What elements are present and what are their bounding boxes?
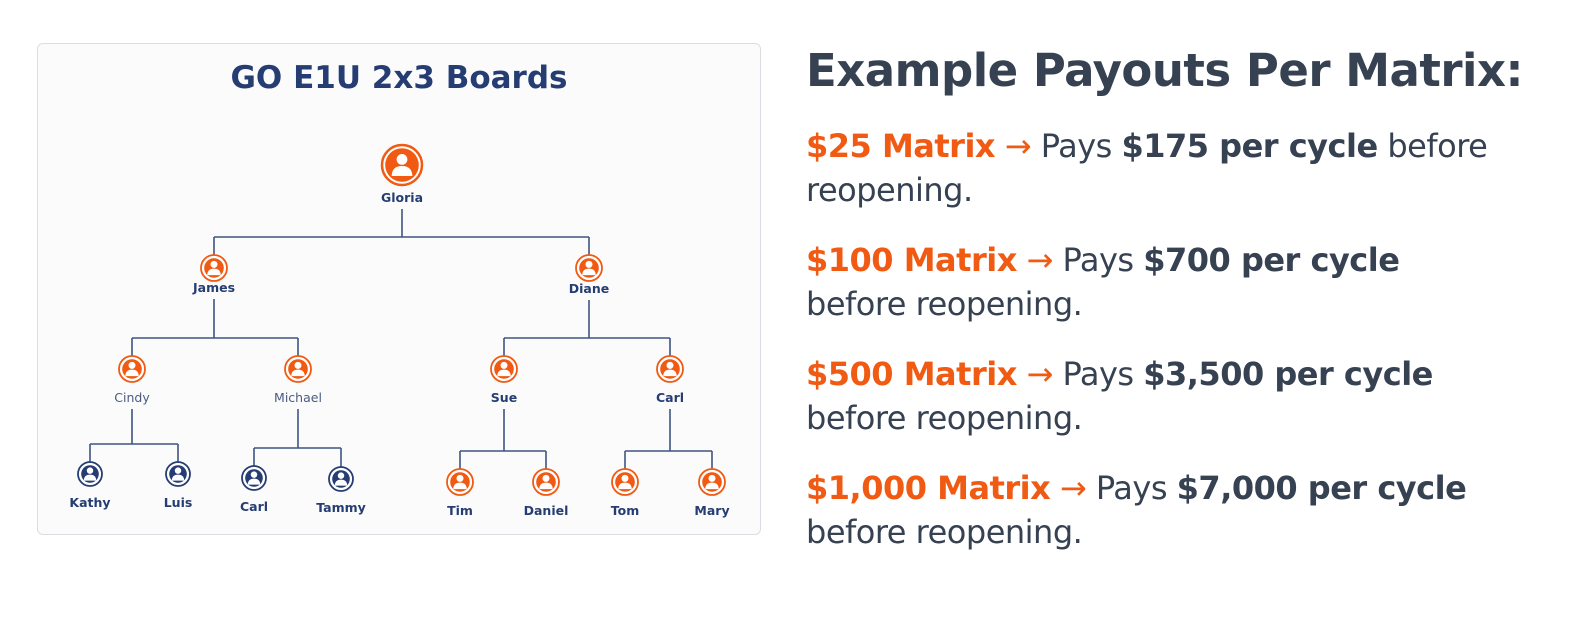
node-name-label: Tim bbox=[447, 503, 473, 518]
connector-michael bbox=[253, 409, 342, 467]
connector-diane bbox=[503, 300, 671, 356]
person-icon bbox=[698, 468, 726, 496]
node-tammy: Tammy bbox=[316, 466, 366, 515]
connector-cindy bbox=[89, 409, 179, 462]
person-icon bbox=[380, 143, 424, 187]
payout-item: $500 Matrix → Pays $3,500 per cycle befo… bbox=[806, 352, 1586, 440]
node-michael: Michael bbox=[274, 355, 322, 405]
person-icon bbox=[241, 465, 267, 491]
connector-sue bbox=[459, 409, 547, 469]
node-carl1: Carl bbox=[656, 355, 684, 405]
person-icon bbox=[328, 466, 354, 492]
node-mary: Mary bbox=[694, 468, 730, 518]
payout-tail: before reopening. bbox=[806, 399, 1083, 437]
pays-label: Pays bbox=[1040, 127, 1113, 165]
node-kathy: Kathy bbox=[69, 461, 111, 510]
person-icon bbox=[284, 355, 312, 383]
person-icon bbox=[611, 468, 639, 496]
payouts-heading: Example Payouts Per Matrix: bbox=[806, 44, 1524, 97]
cycle-amount: $175 per cycle bbox=[1121, 127, 1378, 165]
node-name-label: Gloria bbox=[381, 190, 423, 205]
person-icon bbox=[446, 468, 474, 496]
cycle-amount: $700 per cycle bbox=[1143, 241, 1400, 279]
person-icon bbox=[118, 355, 146, 383]
matrix-price: $500 Matrix bbox=[806, 355, 1017, 393]
node-name-label: Sue bbox=[491, 390, 517, 405]
node-tim: Tim bbox=[446, 468, 474, 518]
payout-tail: before reopening. bbox=[806, 285, 1083, 323]
node-tom: Tom bbox=[611, 468, 639, 518]
person-icon bbox=[656, 355, 684, 383]
person-icon bbox=[532, 468, 560, 496]
node-name-label: Luis bbox=[164, 495, 193, 510]
node-gloria: Gloria bbox=[380, 143, 424, 205]
node-sue: Sue bbox=[490, 355, 518, 405]
payout-item: $1,000 Matrix → Pays $7,000 per cycle be… bbox=[806, 466, 1586, 554]
person-icon bbox=[77, 461, 103, 487]
diagram-card bbox=[37, 43, 761, 535]
arrow-icon: → bbox=[1059, 469, 1087, 507]
node-carl2: Carl bbox=[240, 465, 268, 514]
connector-carl1 bbox=[624, 409, 713, 469]
node-name-label: Kathy bbox=[69, 495, 110, 510]
payout-item: $100 Matrix → Pays $700 per cycle before… bbox=[806, 238, 1586, 326]
node-name-label: Michael bbox=[274, 390, 322, 405]
connector-gloria bbox=[213, 209, 590, 255]
node-name-label: Tammy bbox=[316, 500, 366, 515]
payout-item: $25 Matrix → Pays $175 per cycle before … bbox=[806, 124, 1586, 212]
cycle-amount: $3,500 per cycle bbox=[1143, 355, 1433, 393]
pays-label: Pays bbox=[1095, 469, 1168, 507]
node-name-label: Daniel bbox=[524, 503, 569, 518]
node-cindy: Cindy bbox=[114, 355, 150, 405]
person-icon bbox=[200, 254, 228, 282]
payout-tail: before reopening. bbox=[806, 127, 1488, 209]
node-luis: Luis bbox=[164, 461, 193, 510]
node-name-label: Carl bbox=[240, 499, 268, 514]
payout-tail: before reopening. bbox=[806, 513, 1083, 551]
person-icon bbox=[490, 355, 518, 383]
payouts-panel: Example Payouts Per Matrix: $25 Matrix →… bbox=[806, 44, 1586, 580]
connector-james bbox=[131, 299, 299, 356]
arrow-icon: → bbox=[1026, 355, 1054, 393]
node-diane: Diane bbox=[569, 254, 609, 296]
node-name-label: Cindy bbox=[114, 390, 150, 405]
node-name-label: Carl bbox=[656, 390, 684, 405]
node-james: James bbox=[192, 254, 235, 295]
person-icon bbox=[575, 254, 603, 282]
node-name-label: James bbox=[192, 280, 235, 295]
diagram-title: GO E1U 2x3 Boards bbox=[230, 60, 568, 96]
cycle-amount: $7,000 per cycle bbox=[1176, 469, 1467, 507]
matrix-price: $25 Matrix bbox=[806, 127, 996, 165]
pays-label: Pays bbox=[1062, 241, 1134, 279]
node-daniel: Daniel bbox=[524, 468, 569, 518]
matrix-price: $100 Matrix bbox=[806, 241, 1017, 279]
person-icon bbox=[165, 461, 191, 487]
node-name-label: Mary bbox=[694, 503, 729, 518]
pays-label: Pays bbox=[1062, 355, 1134, 393]
node-name-label: Diane bbox=[569, 281, 609, 296]
arrow-icon: → bbox=[1026, 241, 1054, 279]
arrow-icon: → bbox=[1004, 127, 1032, 165]
matrix-price: $1,000 Matrix bbox=[806, 469, 1051, 507]
node-name-label: Tom bbox=[611, 503, 639, 518]
